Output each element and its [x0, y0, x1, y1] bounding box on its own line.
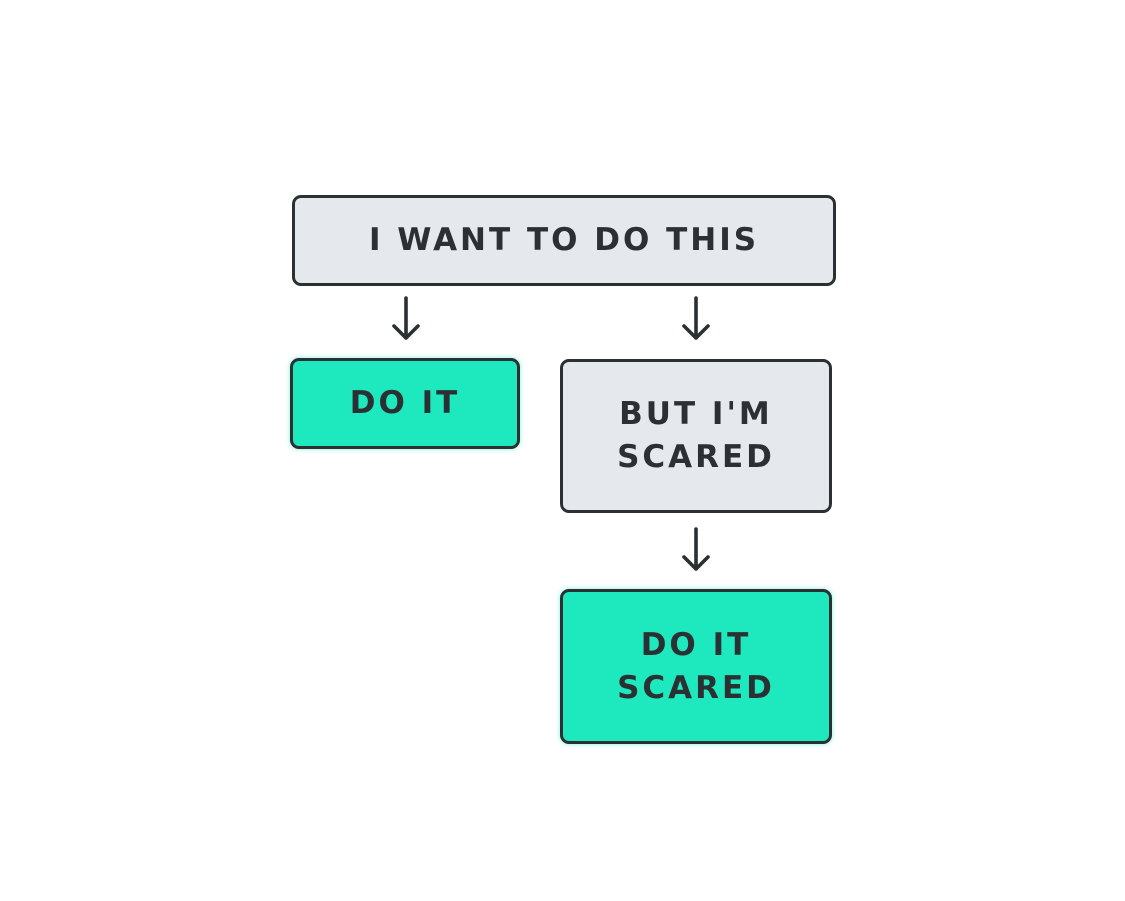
- down-arrow-icon: [682, 296, 710, 340]
- down-arrow-icon: [392, 296, 420, 340]
- node-do-it: DO IT: [290, 358, 520, 449]
- node-label-line-1: DO IT: [640, 626, 752, 663]
- node-label-line-2: SCARED: [617, 439, 775, 475]
- node-label-line-1: BUT I'M: [619, 396, 773, 432]
- node-i-want-to-do-this: I WANT TO DO THIS: [292, 195, 836, 286]
- node-label: DO IT: [349, 385, 461, 421]
- node-label: I WANT TO DO THIS: [368, 222, 760, 258]
- node-do-it-scared: DO IT SCARED: [560, 589, 832, 744]
- node-label-line-2: SCARED: [617, 669, 775, 706]
- down-arrow-icon: [682, 527, 710, 571]
- node-but-im-scared: BUT I'M SCARED: [560, 359, 832, 513]
